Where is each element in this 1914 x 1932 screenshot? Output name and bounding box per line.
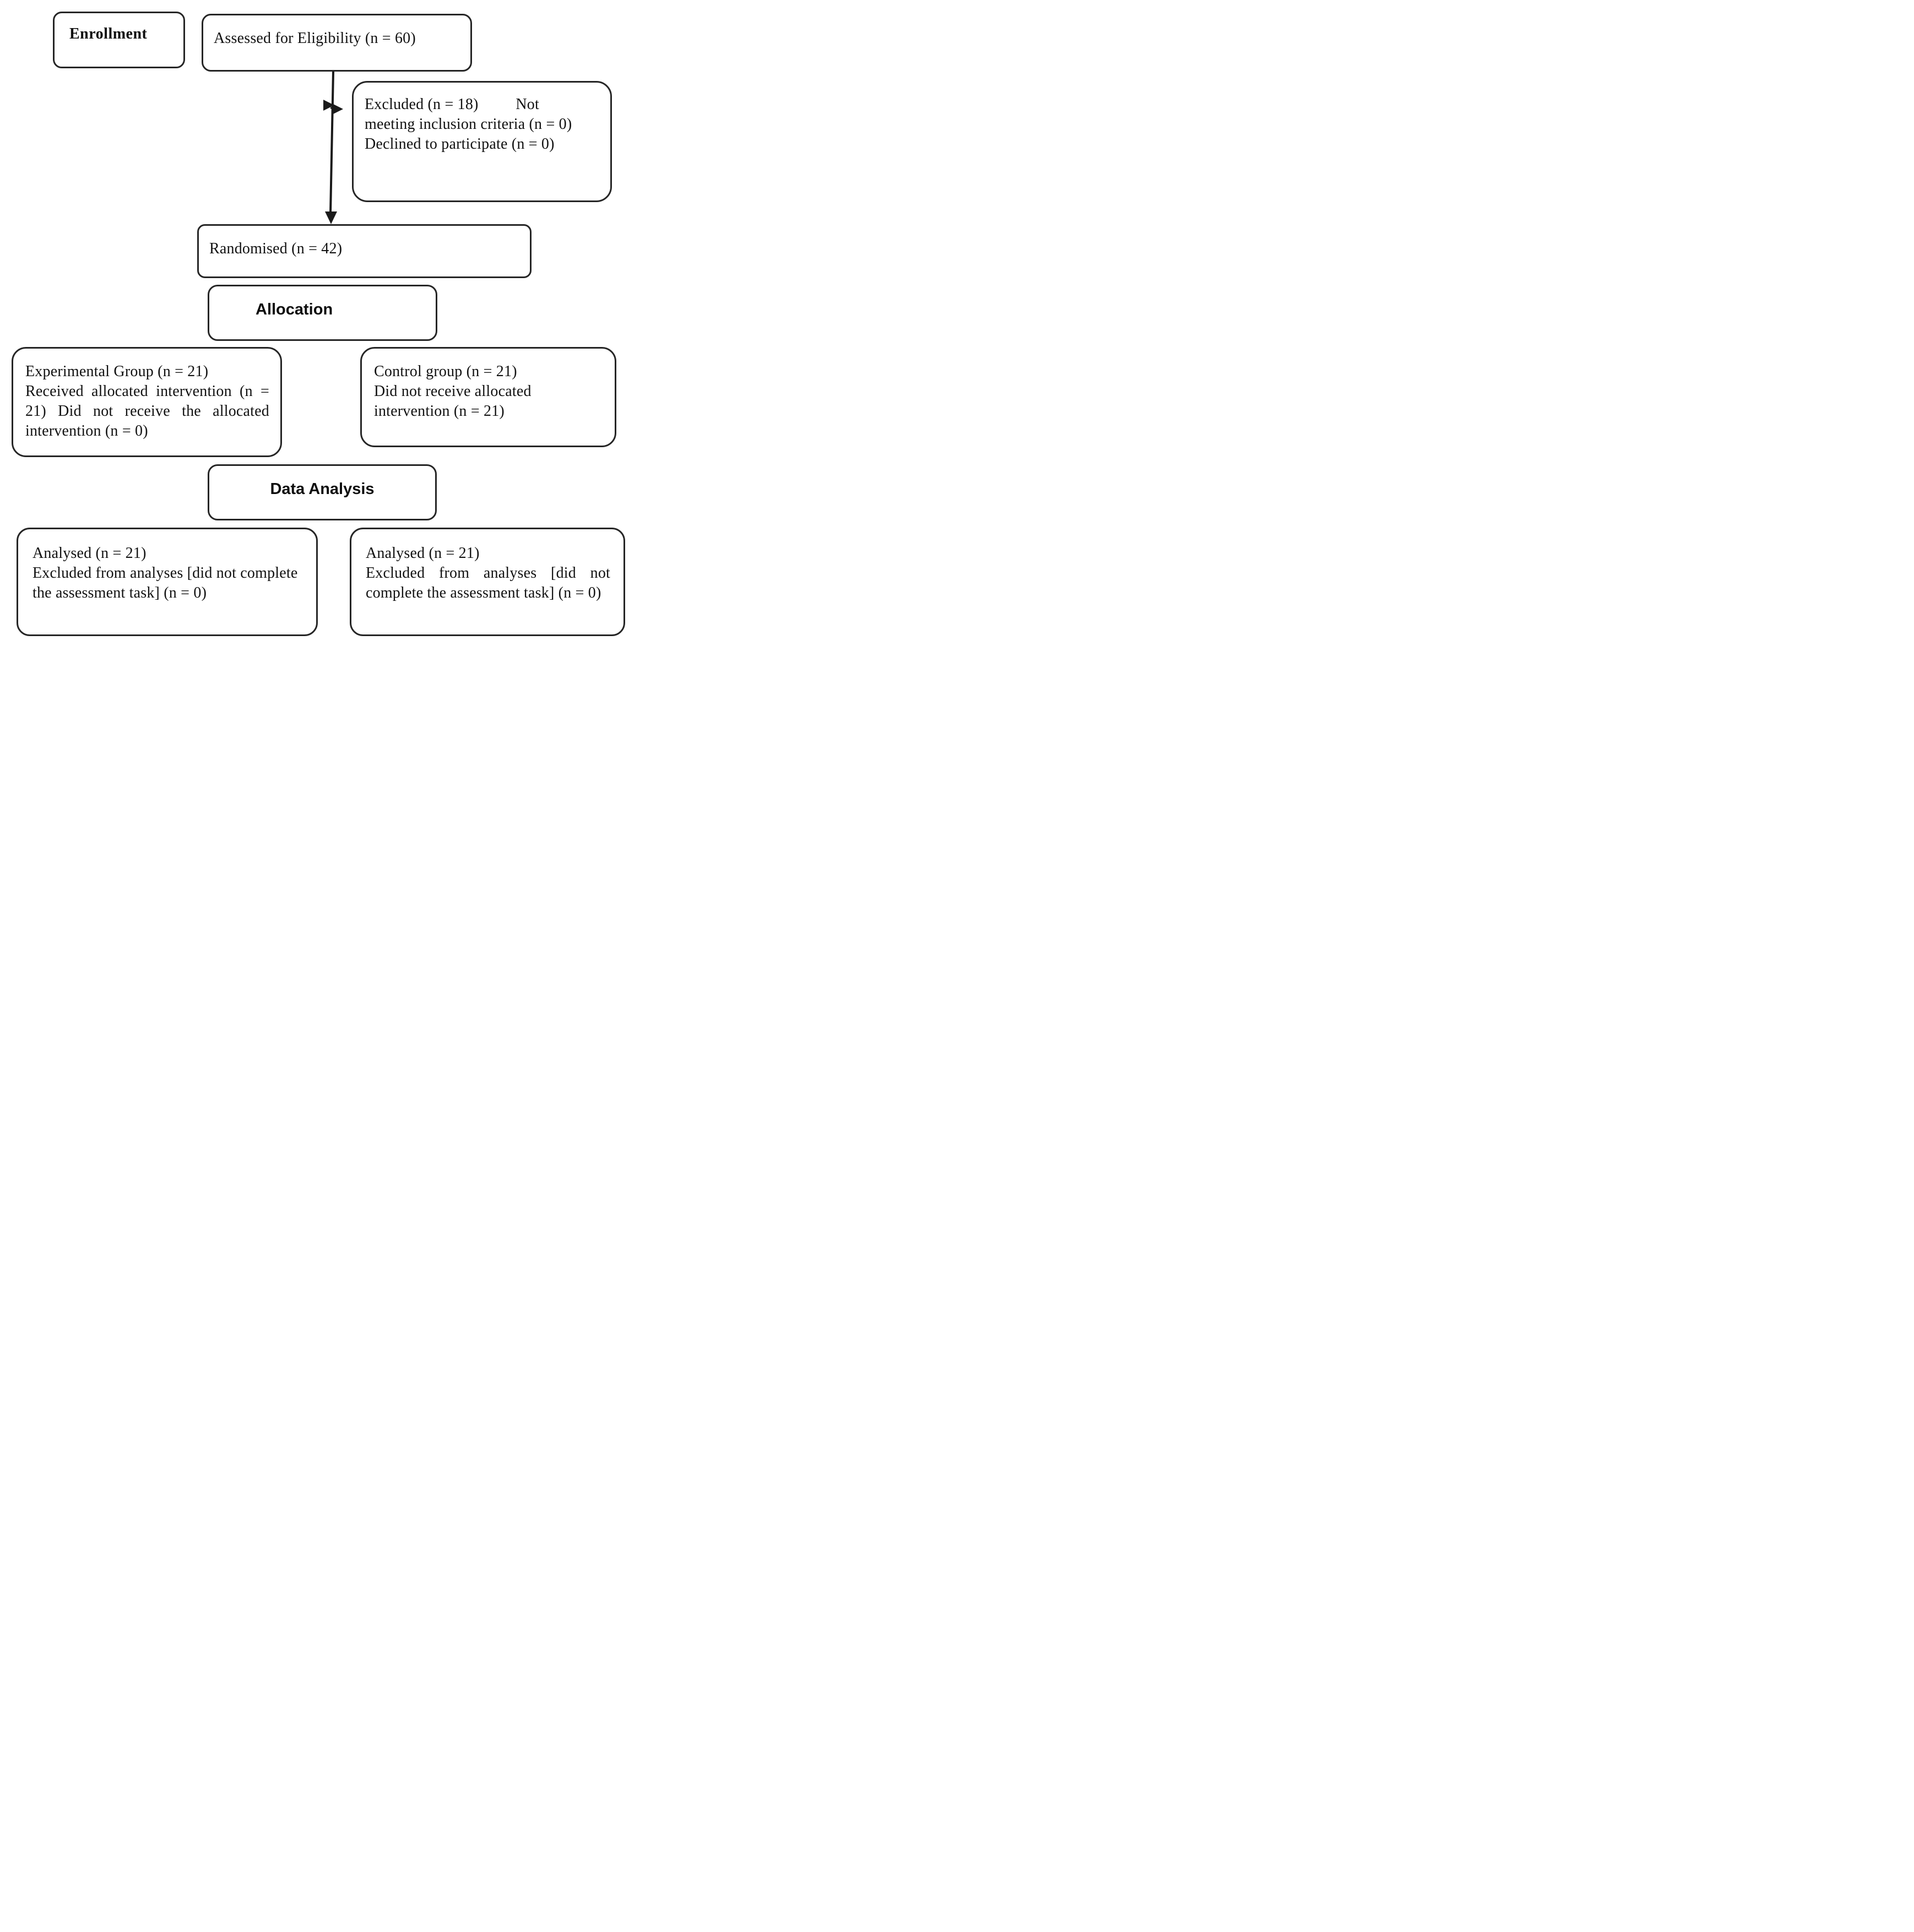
enrollment-stage-box: Enrollment — [53, 12, 185, 68]
experimental-group-box: Experimental Group (n = 21) Received all… — [12, 347, 282, 457]
control-line-2: Did not receive allocated — [374, 383, 532, 400]
control-group-box: Control group (n = 21) Did not receive a… — [360, 347, 616, 447]
assessed-eligibility-text: Assessed for Eligibility (n = 60) — [214, 30, 416, 47]
experimental-line-2: Received allocated intervention (n = — [25, 383, 269, 400]
control-line-1: Control group (n = 21) — [374, 363, 517, 380]
excluded-count-text: Excluded (n = 18) — [365, 96, 479, 113]
down-arrowhead-icon — [325, 211, 337, 224]
analysed-control-line-2: Excluded from analyses [did not — [366, 565, 610, 582]
excluded-branch-arrowhead-2-icon — [332, 104, 343, 115]
excluded-not-word: Not — [516, 96, 539, 113]
excluded-line-1: Excluded (n = 18) Not — [365, 95, 597, 115]
analysed-control-line-3: complete the assessment task] (n = 0) — [366, 584, 601, 601]
allocation-stage-box: Allocation — [208, 285, 437, 341]
experimental-line-1: Experimental Group (n = 21) — [25, 363, 209, 380]
experimental-line-3: 21) Did not receive the allocated — [25, 403, 269, 420]
excluded-branch-arrowhead-1-icon — [323, 100, 334, 111]
data-analysis-stage-box: Data Analysis — [208, 464, 437, 520]
excluded-line-3: Declined to participate (n = 0) — [365, 135, 555, 153]
eligibility-to-randomised-arrow-line — [329, 71, 334, 214]
assessed-eligibility-box: Assessed for Eligibility (n = 60) — [202, 14, 472, 72]
analysed-control-line-1: Analysed (n = 21) — [366, 545, 480, 562]
analysed-experimental-line-2: Excluded from analyses [did not complete — [32, 565, 298, 582]
excluded-box: Excluded (n = 18) Not meeting inclusion … — [352, 81, 612, 202]
analysed-control-box: Analysed (n = 21) Excluded from analyses… — [350, 528, 625, 636]
analysed-experimental-box: Analysed (n = 21) Excluded from analyses… — [17, 528, 318, 636]
enrollment-stage-label: Enrollment — [69, 25, 148, 42]
experimental-line-4: intervention (n = 0) — [25, 422, 148, 439]
randomised-box: Randomised (n = 42) — [197, 224, 532, 278]
analysed-experimental-line-1: Analysed (n = 21) — [32, 545, 147, 562]
control-line-3: intervention (n = 21) — [374, 403, 505, 420]
consort-flow-diagram: Enrollment Assessed for Eligibility (n =… — [0, 0, 638, 644]
allocation-stage-label: Allocation — [256, 301, 333, 318]
excluded-line-2: meeting inclusion criteria (n = 0) — [365, 116, 572, 133]
randomised-text: Randomised (n = 42) — [209, 240, 343, 257]
data-analysis-stage-label: Data Analysis — [270, 480, 375, 498]
analysed-experimental-line-3: the assessment task] (n = 0) — [32, 584, 207, 601]
